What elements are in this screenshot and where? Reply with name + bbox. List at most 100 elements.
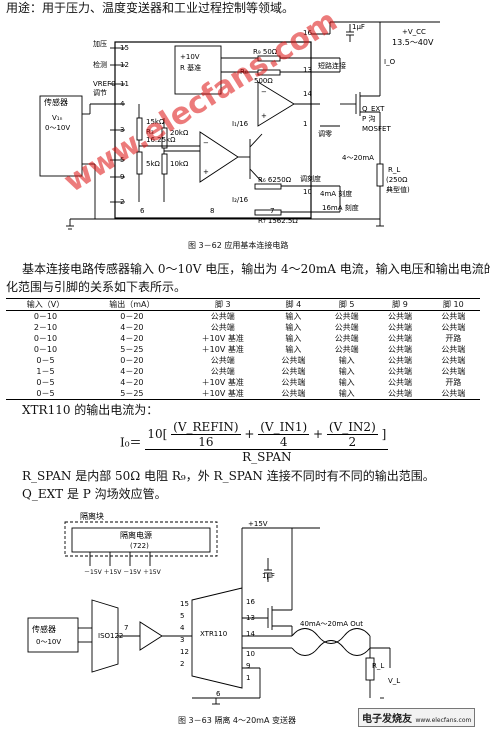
sensor-label-2: 传感器	[32, 624, 56, 634]
formula-denominator: R_SPAN	[242, 450, 292, 464]
iso-supplies: －15V ＋15V －15V ＋15V	[84, 569, 162, 576]
svg-text:−: −	[261, 88, 267, 96]
vl-label: V_L	[388, 677, 400, 685]
para1-line1: 基本连接电路传感器输入 0～10V 电压，输出为 4～20mA 电流，输入电压和…	[22, 262, 490, 276]
xtr-pin12: 12	[180, 648, 189, 656]
pin-7: 7	[270, 207, 274, 215]
col-pin9: 脚 9	[373, 298, 427, 311]
resistor-r1	[161, 153, 168, 175]
table-cell: 输入	[338, 356, 355, 365]
resistor-r7	[254, 209, 282, 216]
label-jiaya: 加压	[93, 39, 107, 48]
resistor-r5	[136, 117, 143, 141]
vcc-range: 13.5～40V	[392, 38, 434, 47]
isolation-power-box	[71, 527, 211, 553]
table-cell: 公共端	[387, 345, 412, 354]
opamp-output	[257, 81, 295, 127]
note-rspan: R_SPAN 是内部 50Ω 电阻 R₉，外 R_SPAN 连接不同时有不同的输…	[22, 469, 435, 483]
xtr-pin2: 2	[180, 660, 184, 668]
r9-label: R₉ 50Ω	[253, 48, 278, 56]
table-cell: 公共端	[373, 388, 427, 400]
table-cell: 4－20	[120, 367, 144, 376]
table-cell: 公共端	[387, 323, 412, 332]
iso122-label: ISO122	[98, 632, 123, 640]
col-input: 输入（V）	[6, 298, 85, 311]
col-pin4: 脚 4	[266, 298, 321, 311]
table-cell: 公共端	[210, 323, 235, 332]
table-cell: 公共端	[334, 323, 359, 332]
pin-6: 6	[140, 207, 145, 215]
table-cell: 0－10	[33, 345, 58, 354]
xtr-pin5: 5	[180, 612, 184, 620]
table-cell: 4－20	[120, 323, 144, 332]
table-cell: 5－25	[120, 345, 144, 354]
twisted-pair-wire	[291, 628, 371, 644]
sensor-range: 0～10V	[45, 124, 70, 132]
table-cell: 公共端	[441, 323, 466, 332]
xtr-pin14: 14	[246, 630, 255, 638]
output-current-formula: I₀＝ 10[ (V_REFIN)16 + (V_IN1)4 + (V_IN2)…	[120, 420, 389, 464]
table-cell: 公共端	[281, 356, 306, 365]
table-cell: 公共端	[441, 345, 466, 354]
intro-text: 用途：用于压力、温度变送器和工业过程控制等领域。	[6, 1, 295, 15]
resistor-r6	[254, 183, 282, 190]
sensor-box	[39, 95, 83, 177]
i1-label: I₁/16	[232, 120, 249, 128]
ref-label: R 基准	[180, 63, 201, 72]
figure2-caption: 图 3－63 隔离 4～20mA 变送器	[178, 716, 296, 725]
table-cell: 公共端	[387, 312, 412, 321]
table-cell: 输入	[285, 312, 302, 321]
table-cell: ＋10V 基准	[201, 345, 244, 354]
pin-1: 1	[303, 120, 307, 128]
term1-num: (V_REFIN)	[171, 420, 241, 435]
r2-label: 20kΩ	[170, 129, 189, 137]
r3-label: R₃	[146, 128, 154, 136]
svg-text:+: +	[261, 112, 267, 120]
tiaoling-label: 调零	[318, 129, 332, 138]
sensor-range-2: 0～10V	[36, 638, 61, 646]
r7-label: R₇ 1562.5Ω	[258, 217, 298, 225]
isolated-transmitter-diagram: 隔离块 隔离电源 (722) －15V ＋15V －15V ＋15V 传感器 0…	[27, 511, 400, 705]
table-cell: 输入	[285, 345, 302, 354]
svg-text:+: +	[203, 168, 209, 176]
table-cell: 开路	[445, 378, 462, 387]
r1-label: 10kΩ	[170, 160, 189, 168]
table-cell: 4－20	[120, 378, 144, 387]
formula-coef: 10	[147, 427, 163, 441]
xtr-pin1: 1	[246, 674, 250, 682]
pin-config-table: 输入（V） 输出（mA） 脚 3 脚 4 脚 5 脚 9 脚 10 0－10 0－…	[6, 298, 480, 400]
resistor-r9	[257, 55, 281, 62]
col-output: 输出（mA）	[84, 298, 179, 311]
label-vrefo: VREF0	[93, 80, 116, 88]
shortconn-label: 短路连接	[318, 61, 346, 70]
opamp-input	[199, 131, 239, 183]
iso-title: 隔离块	[80, 511, 104, 521]
pch-label: P 沟	[362, 114, 375, 123]
resistor-rl	[376, 163, 384, 187]
table-cell: 输入	[285, 334, 302, 343]
table-cell: ＋10V 基准	[178, 388, 267, 400]
xtr-pin10: 10	[246, 650, 255, 658]
pin-10: 10	[303, 188, 312, 196]
cap-label-2: 1μF	[262, 572, 275, 580]
svg-text:−: −	[203, 139, 209, 147]
table-cell: 0－20	[120, 312, 144, 321]
table-cell: 输入	[338, 367, 355, 376]
pin-8: 8	[210, 207, 214, 215]
xtr-pin9: 9	[246, 662, 250, 670]
table-cell: 公共端	[387, 367, 412, 376]
pin-14: 14	[303, 90, 312, 98]
rl-label-2: R_L	[372, 662, 384, 670]
table-cell: 公共端	[387, 356, 412, 365]
table-cell: 5－25	[84, 388, 179, 400]
xtr-pin4: 4	[180, 624, 185, 632]
r5-label: 15kΩ	[146, 118, 165, 126]
figure1-caption: 图 3－62 应用基本连接电路	[188, 241, 289, 250]
table-cell: 公共端	[210, 312, 235, 321]
table-header-row: 输入（V） 输出（mA） 脚 3 脚 4 脚 5 脚 9 脚 10	[6, 298, 480, 311]
